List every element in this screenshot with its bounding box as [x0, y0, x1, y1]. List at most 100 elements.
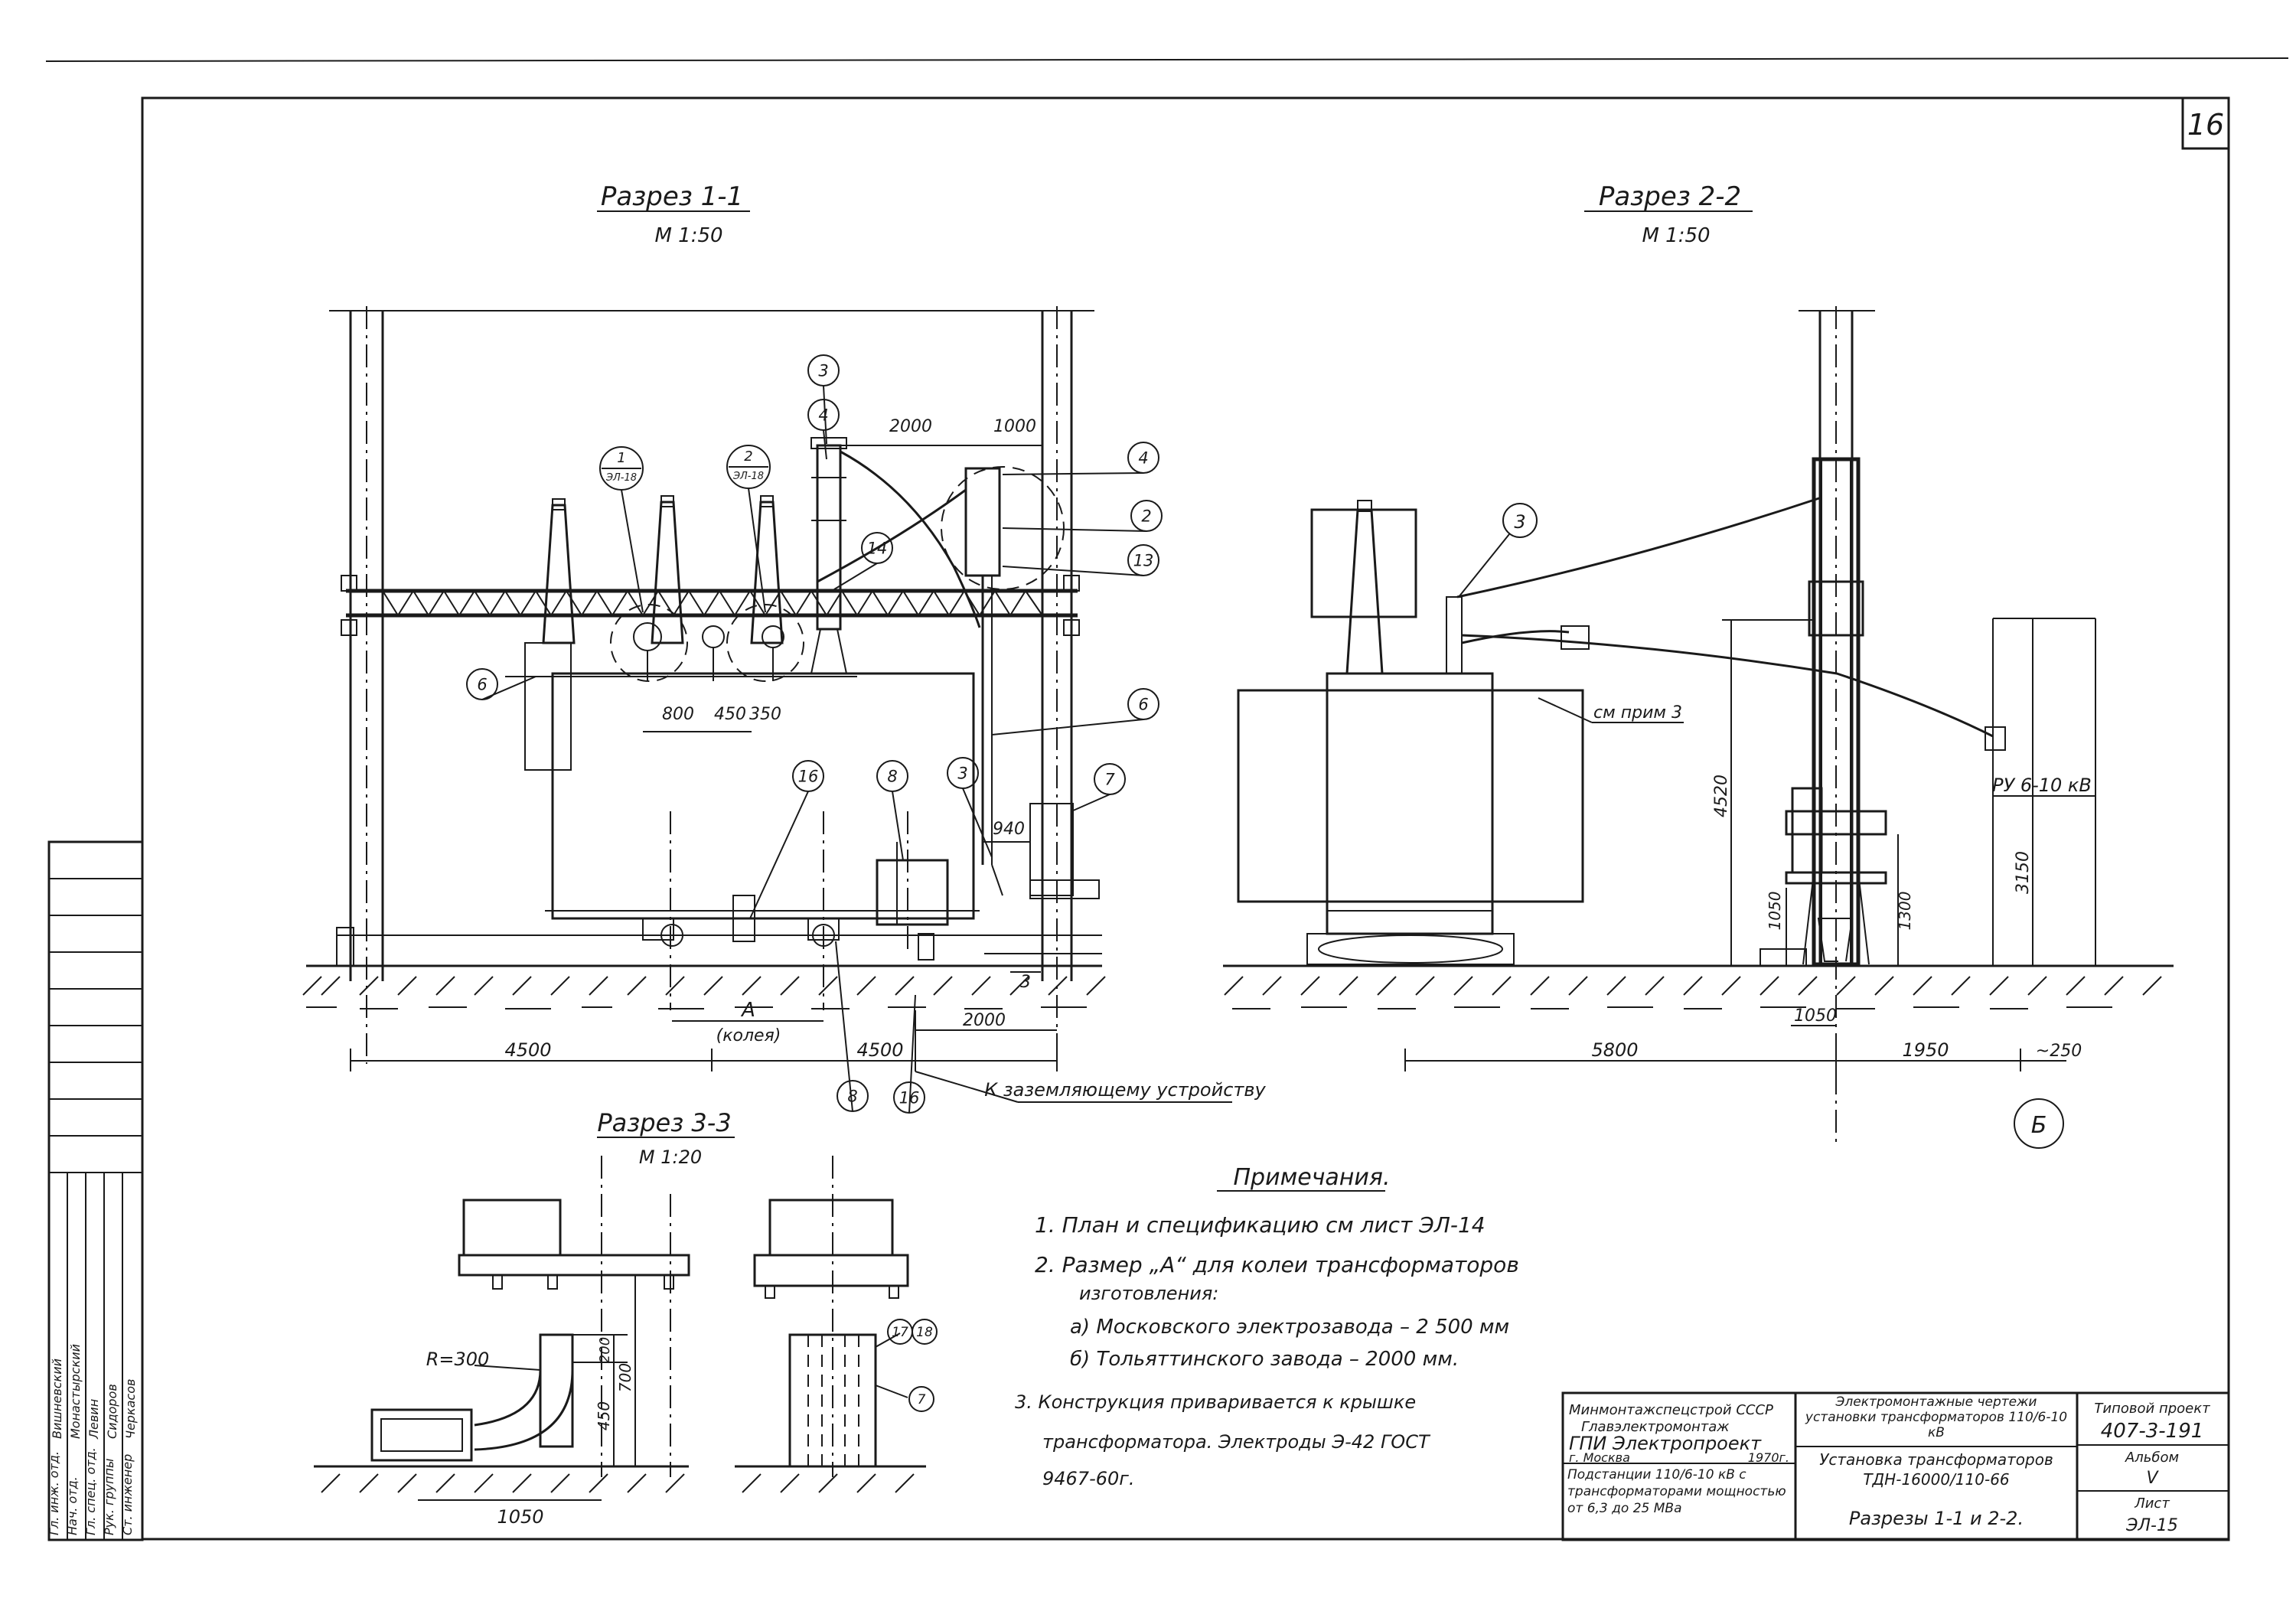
- s3-callout-1-label: 17: [892, 1325, 908, 1340]
- section-3-callouts: 17 18 7: [887, 1319, 938, 1412]
- section-3-title: Разрез 3-3: [597, 1108, 731, 1137]
- s1-callout-1: 3: [807, 354, 840, 445]
- sheet-frame: 16: [45, 57, 2289, 1541]
- node-ref-2: 2 ЭЛ-18: [726, 445, 771, 613]
- s1-callout-4-label: 4: [1138, 449, 1148, 468]
- dim-5800: 5800: [1591, 1039, 1638, 1061]
- section-3-scale: М 1:20: [639, 1146, 702, 1168]
- s3-callout-3-label: 7: [918, 1392, 926, 1407]
- ground-note: К заземляющему устройству: [984, 1079, 1266, 1101]
- section-1-1: Разрез 1-1 М 1:50: [302, 181, 1267, 1114]
- s1-callout-5-label: 2: [1141, 507, 1151, 526]
- s1-callout-3: 14: [833, 532, 893, 590]
- stamp-name-4: Сидоров: [105, 1384, 119, 1439]
- stamp-role-5: Ст. инженер: [120, 1454, 135, 1535]
- tb-org-line2: Главэлектромонтаж: [1581, 1419, 1730, 1435]
- note-line-1: 1. План и спецификацию см лист ЭЛ-14: [1035, 1212, 1486, 1238]
- section-2-scale: М 1:50: [1642, 224, 1710, 247]
- stamp-role-4: Рук. группы: [102, 1458, 116, 1535]
- stamp-name-5: Черкасов: [123, 1379, 138, 1439]
- dim-3: 3: [1020, 973, 1031, 992]
- tb-album-label: Альбом: [2125, 1450, 2179, 1466]
- stamp-name-3: Левин: [86, 1399, 101, 1440]
- s1-callout-1-label: 3: [818, 362, 828, 380]
- tb-album-number: V: [2146, 1469, 2159, 1488]
- stamp-name-1: Вишневский: [50, 1358, 64, 1439]
- tb-sheet-number: ЭЛ-15: [2125, 1516, 2178, 1535]
- s1-callout-4: 4: [1002, 442, 1159, 475]
- tb-city: г. Москва: [1569, 1450, 1630, 1465]
- tb-project-label: Типовой проект: [2094, 1401, 2210, 1417]
- s1-callout-8: 6: [991, 688, 1159, 736]
- dim-1950: 1950: [1902, 1039, 1949, 1061]
- section-1-title: Разрез 1-1: [601, 181, 743, 212]
- s3-callout-3: 7: [908, 1386, 934, 1412]
- node-ref-1-sheet: ЭЛ-18: [605, 472, 637, 484]
- dim-1050-s3: 1050: [497, 1506, 543, 1528]
- node-ref-2-sheet: ЭЛ-18: [732, 471, 764, 482]
- s1-callout-14: 16: [893, 994, 925, 1114]
- section-2-2: Разрез 2-2 М 1:50: [1223, 181, 2174, 1149]
- section-2-title: Разрез 2-2: [1599, 181, 1741, 212]
- s1-callout-6-label: 13: [1133, 552, 1154, 570]
- s1-callout-2: 4: [807, 399, 840, 460]
- dim-A: А: [740, 999, 755, 1022]
- radius-R300: R=300: [426, 1349, 490, 1370]
- dim-450: 450: [714, 705, 746, 724]
- s2-callout-3: 3: [1514, 511, 1525, 533]
- dim-2000-bottom: 2000: [963, 1011, 1006, 1030]
- s1-callout-9-label: 7: [1104, 771, 1115, 789]
- s1-callout-12: 8: [876, 760, 908, 861]
- note-line-7: трансформатора. Электроды Э-42 ГОСТ: [1042, 1431, 1431, 1453]
- dim-800: 800: [662, 705, 694, 724]
- notes-block: Примечания. 1. План и спецификацию см ли…: [1015, 1164, 1519, 1489]
- dim-1050-v: 1050: [1766, 892, 1784, 931]
- s1-callout-10-label: 3: [957, 765, 967, 783]
- dim-1050-h: 1050: [1794, 1006, 1837, 1026]
- tb-sheet-label: Лист: [2134, 1495, 2170, 1512]
- s1-callout-13: 8: [835, 941, 869, 1112]
- dim-1300: 1300: [1896, 892, 1914, 931]
- s1-callout-7-label: 6: [477, 676, 487, 694]
- page-number-box: [2181, 96, 2230, 150]
- notes-heading: Примечания.: [1234, 1164, 1391, 1191]
- dim-track: (колея): [716, 1026, 781, 1045]
- node-ref-1: 1 ЭЛ-18: [599, 446, 644, 613]
- s3-callout-1: 17: [887, 1319, 913, 1345]
- tb-year: 1970г.: [1748, 1450, 1789, 1465]
- s3-callout-2: 18: [912, 1319, 938, 1345]
- s1-callout-3-label: 14: [867, 540, 888, 558]
- s1-callout-12-label: 8: [887, 768, 897, 786]
- section-3-3: Разрез 3-3 М 1:20 R=300 200 450 700 1050: [314, 1108, 938, 1528]
- tb-project-number: 407-3-191: [2101, 1420, 2204, 1443]
- note-line-4: а) Московского электрозавода – 2 500 мм: [1070, 1316, 1509, 1339]
- section-1-scale: М 1:50: [654, 224, 722, 247]
- dim-940: 940: [993, 820, 1025, 839]
- dim-3150: 3150: [2014, 851, 2033, 894]
- s1-callout-13-label: 8: [847, 1088, 857, 1106]
- dim-4500-right: 4500: [856, 1039, 903, 1061]
- dim-4520: 4520: [1712, 775, 1731, 817]
- dim-200: 200: [597, 1337, 613, 1363]
- tb-org-name: ГПИ Электропроект: [1569, 1433, 1762, 1454]
- s1-callout-7: 6: [466, 668, 536, 700]
- s1-callout-6: 13: [1002, 544, 1159, 576]
- tb-org-line1: Минмонтажспецстрой СССР: [1569, 1402, 1773, 1418]
- title-block: Минмонтажспецстрой СССР Главэлектромонта…: [1561, 1391, 2230, 1541]
- dim-450-s3: 450: [595, 1401, 613, 1430]
- dim-350: 350: [749, 705, 781, 724]
- s1-callout-8-label: 6: [1138, 696, 1148, 714]
- stamp-role-2: Нач. отд.: [65, 1476, 80, 1535]
- dim-250: ~250: [2036, 1042, 2082, 1061]
- s1-callout-5: 2: [1002, 500, 1163, 532]
- page-number: 16: [2187, 108, 2224, 142]
- dim-700: 700: [616, 1363, 634, 1392]
- stamp-role-1: Гл. инж. отд.: [47, 1451, 61, 1535]
- stamp-name-2: Монастырский: [68, 1344, 83, 1439]
- dim-4500-left: 4500: [504, 1039, 551, 1061]
- tb-drawing-set: Электромонтажные чертежи установки транс…: [1805, 1394, 2068, 1440]
- s1-callout-10: 3: [947, 757, 993, 858]
